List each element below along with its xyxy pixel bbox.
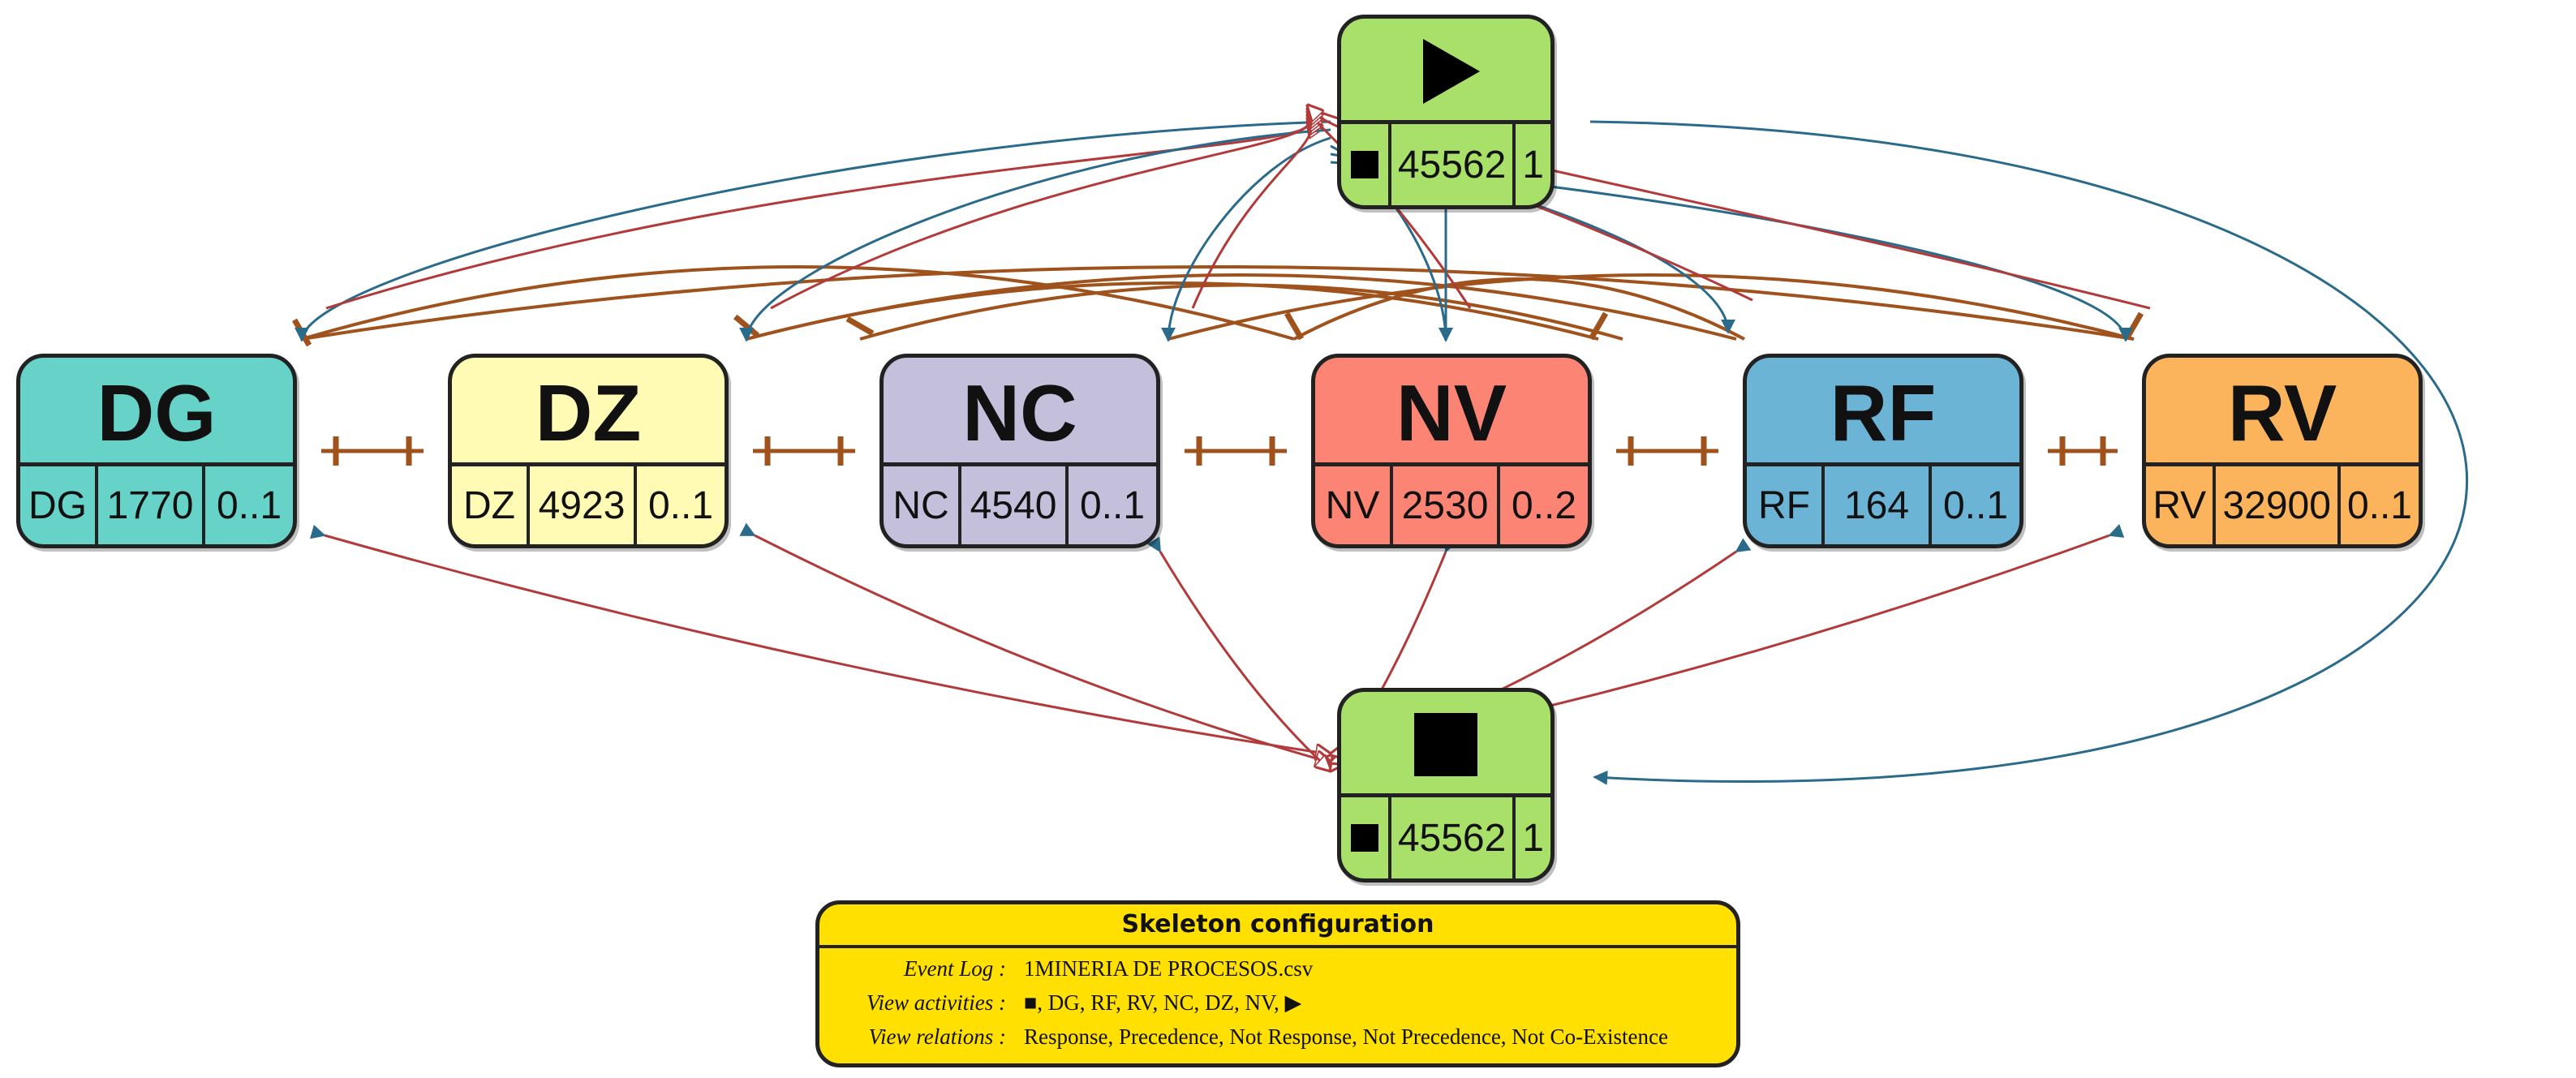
activity-cardinality: 0..1 xyxy=(216,483,282,527)
precedence-edge xyxy=(325,535,1331,754)
not-coexistence-mark xyxy=(291,318,312,347)
precedence-edge xyxy=(1160,552,1331,771)
precedence-edge xyxy=(755,535,1331,762)
start-node-header xyxy=(1341,19,1550,124)
start-node[interactable]: 45562 1 xyxy=(1337,15,1555,209)
legend-value: 1MINERIA DE PROCESOS.csv xyxy=(1024,956,1314,981)
activity-code: NV xyxy=(1315,466,1393,544)
legend-label: View relations : xyxy=(868,1024,1006,1049)
end-node-header xyxy=(1341,692,1550,797)
response-edge xyxy=(1161,136,1331,342)
not-coexistence-mark xyxy=(1284,311,1305,341)
activity-count: 1770 xyxy=(98,466,205,544)
activity-code: DZ xyxy=(452,466,530,544)
activity-code: DG xyxy=(20,466,98,544)
legend-value: ■, DG, RF, RV, NC, DZ, NV, ▶ xyxy=(1024,990,1302,1015)
response-edge xyxy=(295,120,1331,342)
activity-code: NC xyxy=(884,466,961,544)
legend-row-view-relations: View relations : Response, Precedence, N… xyxy=(819,1021,1736,1055)
activity-name: NC xyxy=(962,367,1077,457)
activity-count: 2530 xyxy=(1393,466,1500,544)
activity-code: RV xyxy=(2146,466,2217,544)
not-coexistence-arc xyxy=(1168,273,2135,341)
legend-row-event-log: Event Log : 1MINERIA DE PROCESOS.csv xyxy=(819,953,1736,987)
activity-name: DG xyxy=(97,367,217,457)
activity-cardinality: 0..1 xyxy=(2346,483,2412,527)
not-coexistence-mark xyxy=(1588,311,1609,341)
activity-name: RF xyxy=(1830,367,1937,457)
activity-count: 32900 xyxy=(2216,466,2341,544)
end-node-stats: 45562 1 xyxy=(1341,793,1550,878)
stop-icon xyxy=(1414,713,1477,776)
response-edge xyxy=(739,128,1331,342)
precedence-edge xyxy=(770,118,1310,310)
not-coexistence-mark xyxy=(845,316,875,337)
start-node-stats: 45562 1 xyxy=(1341,120,1550,205)
activity-count: 164 xyxy=(1825,466,1932,544)
activity-cardinality: 0..1 xyxy=(1942,483,2009,527)
stop-icon xyxy=(1341,797,1391,878)
skeleton-configuration-panel: Skeleton configuration Event Log : 1MINE… xyxy=(815,900,1740,1067)
end-node-cardinality: 1 xyxy=(1522,816,1544,860)
play-icon xyxy=(1423,39,1480,104)
legend-label: Event Log : xyxy=(904,956,1006,981)
not-coexistence-mark xyxy=(733,314,760,338)
activity-name: NV xyxy=(1396,367,1507,457)
activity-cardinality: 0..2 xyxy=(1511,483,1577,527)
not-coexistence-mark xyxy=(2123,311,2144,341)
stop-icon xyxy=(1341,124,1391,205)
legend-value: Response, Precedence, Not Response, Not … xyxy=(1024,1024,1669,1049)
activity-code: RF xyxy=(1747,466,1825,544)
start-node-count: 45562 xyxy=(1391,124,1516,205)
not-coexistence-arc xyxy=(746,281,1599,341)
end-node-count: 45562 xyxy=(1391,797,1516,878)
end-node[interactable]: 45562 1 xyxy=(1337,688,1555,883)
not-coexistence-arc xyxy=(1293,277,1745,341)
response-edge xyxy=(1589,120,2469,785)
activity-count: 4923 xyxy=(530,466,637,544)
legend-row-view-activities: View activities : ■, DG, RF, RV, NC, DZ,… xyxy=(819,987,1736,1021)
activity-name: RV xyxy=(2227,367,2337,457)
activity-cardinality: 0..1 xyxy=(1079,483,1146,527)
start-node-cardinality: 1 xyxy=(1522,143,1544,187)
activity-count: 4540 xyxy=(961,466,1069,544)
activity-cardinality: 0..1 xyxy=(647,483,714,527)
not-coexistence-arc xyxy=(301,265,2135,341)
activity-name: DZ xyxy=(535,367,642,457)
legend-title: Skeleton configuration xyxy=(819,904,1736,948)
legend-label: View activities : xyxy=(867,990,1006,1015)
not-coexistence-arc xyxy=(301,265,1295,341)
